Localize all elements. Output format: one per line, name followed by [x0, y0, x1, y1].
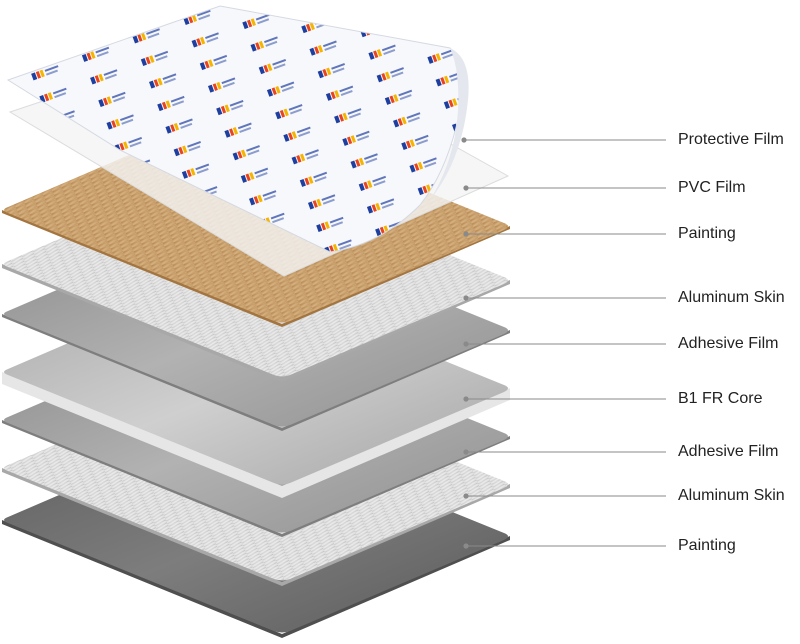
label-protective-film: Protective Film — [678, 131, 784, 148]
label-aluminum-skin-top: Aluminum Skin — [678, 289, 785, 306]
leader-dot-pvc-film — [463, 185, 469, 191]
leader-dot-aluminum-skin-top — [463, 295, 469, 301]
leader-dot-b1-fr-core — [463, 396, 469, 402]
label-adhesive-film-top: Adhesive Film — [678, 335, 779, 352]
film-curl-edge — [430, 48, 469, 200]
label-aluminum-skin-bottom: Aluminum Skin — [678, 487, 785, 504]
label-painting-bottom: Painting — [678, 537, 736, 554]
leader-dot-adhesive-film-top — [463, 341, 469, 347]
leader-dot-aluminum-skin-bottom — [463, 493, 469, 499]
leader-dot-protective-film — [461, 137, 467, 143]
leader-dot-painting-top — [463, 231, 469, 237]
label-b1-fr-core: B1 FR Core — [678, 390, 763, 407]
leader-dot-painting-bottom — [463, 543, 469, 549]
leader-dot-adhesive-film-bottom — [463, 449, 469, 455]
label-painting-top: Painting — [678, 225, 736, 242]
label-adhesive-film-bottom: Adhesive Film — [678, 443, 779, 460]
label-pvc-film: PVC Film — [678, 179, 746, 196]
